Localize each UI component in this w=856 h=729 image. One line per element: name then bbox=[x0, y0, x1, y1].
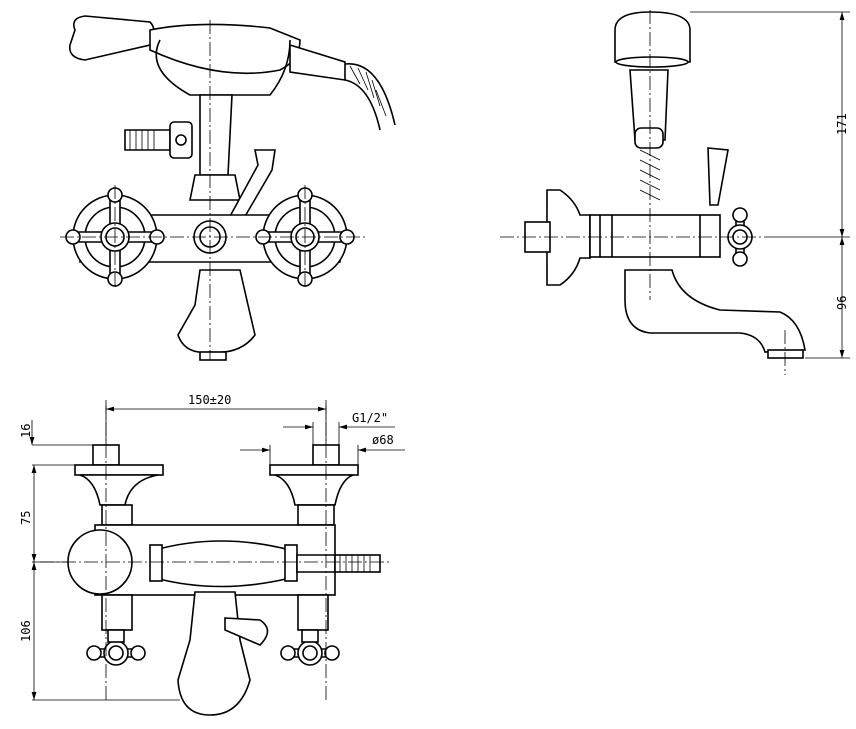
dimension-171: 171 bbox=[835, 113, 849, 135]
dimension-106: 106 bbox=[19, 620, 33, 642]
dimension-flange-diameter: ø68 bbox=[372, 433, 394, 447]
shower-column bbox=[199, 94, 233, 176]
hose bbox=[344, 63, 396, 131]
lever-side bbox=[707, 147, 729, 206]
top-view: 150±20 G1/2" ø68 16 75 106 bbox=[19, 393, 405, 716]
dimension-thread: G1/2" bbox=[352, 411, 388, 425]
cold-handle-top bbox=[86, 640, 146, 666]
right-inlet bbox=[269, 444, 359, 526]
hand-shower-top bbox=[154, 540, 291, 588]
shower-head-side bbox=[614, 11, 691, 63]
spout bbox=[177, 269, 256, 354]
lever-top bbox=[224, 617, 269, 646]
side-view: 171 96 bbox=[500, 10, 850, 375]
left-inlet bbox=[74, 444, 164, 526]
hand-shower-handle bbox=[149, 23, 301, 75]
front-view bbox=[60, 15, 396, 361]
hot-handle-top bbox=[280, 640, 340, 666]
dimension-96: 96 bbox=[835, 296, 849, 310]
dimension-center-distance: 150±20 bbox=[188, 393, 231, 407]
diverter-knob bbox=[67, 529, 133, 595]
spout-side bbox=[624, 269, 806, 353]
dimension-75: 75 bbox=[19, 511, 33, 525]
dimension-16: 16 bbox=[19, 424, 33, 438]
spout-top bbox=[177, 591, 251, 716]
hand-shower-head bbox=[68, 15, 155, 61]
